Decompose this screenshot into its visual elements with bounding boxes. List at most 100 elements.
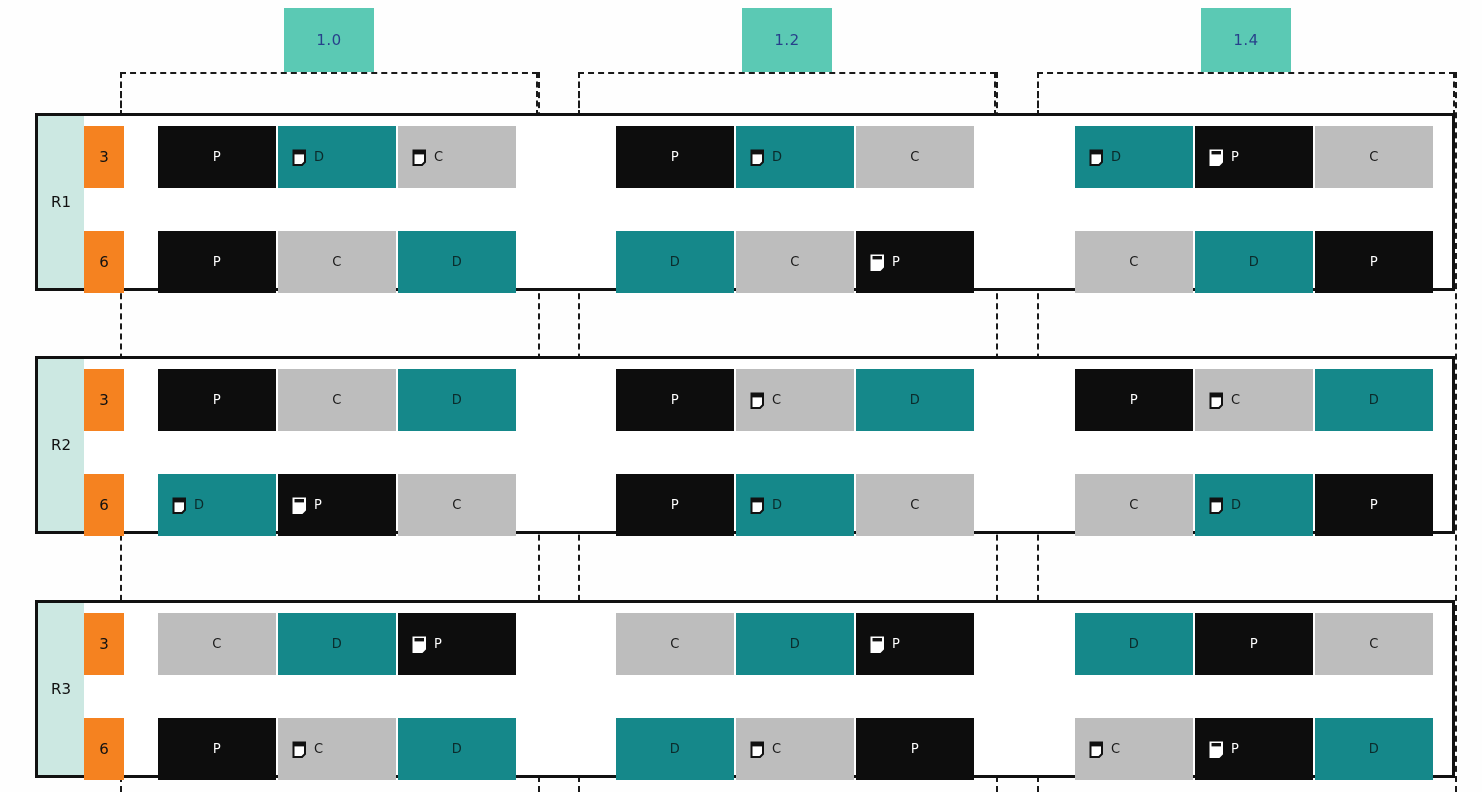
treatment-tile[interactable]: C: [278, 231, 396, 293]
treatment-tile[interactable]: P: [1195, 613, 1313, 675]
treatment-tile[interactable]: C: [736, 718, 854, 780]
treatment-label: C: [314, 741, 324, 757]
treatment-label: P: [892, 254, 901, 270]
treatment-tile[interactable]: P: [278, 474, 396, 536]
treatment-tile[interactable]: C: [856, 474, 974, 536]
treatment-tile[interactable]: D: [616, 718, 734, 780]
treatment-label: C: [452, 497, 462, 513]
treatment-tile[interactable]: P: [1075, 369, 1193, 431]
treatment-tile[interactable]: P: [1195, 718, 1313, 780]
treatment-tile[interactable]: C: [1315, 613, 1433, 675]
treatment-label: D: [451, 392, 463, 408]
treatment-tile[interactable]: C: [278, 718, 396, 780]
treatment-tile[interactable]: C: [1315, 126, 1433, 188]
treatment-tile[interactable]: D: [1195, 231, 1313, 293]
treatment-label: P: [1129, 392, 1139, 408]
treatment-tile[interactable]: D: [398, 231, 516, 293]
treatment-tile[interactable]: D: [1075, 613, 1193, 675]
treatment-tile[interactable]: D: [1315, 369, 1433, 431]
treatment-tile[interactable]: D: [1315, 718, 1433, 780]
treatment-label: P: [1249, 636, 1259, 652]
note-icon: [750, 497, 765, 514]
treatment-tile[interactable]: P: [856, 231, 974, 293]
treatment-tile[interactable]: P: [616, 474, 734, 536]
treatment-tile[interactable]: P: [616, 126, 734, 188]
treatment-label: D: [909, 392, 921, 408]
treatment-tile[interactable]: C: [736, 369, 854, 431]
treatment-label: D: [1111, 149, 1122, 165]
treatment-tile[interactable]: C: [1075, 231, 1193, 293]
treatment-label: C: [434, 149, 444, 165]
treatment-label: D: [1128, 636, 1140, 652]
treatment-tile[interactable]: P: [158, 231, 276, 293]
treatment-tile[interactable]: P: [616, 369, 734, 431]
treatment-tile[interactable]: D: [856, 369, 974, 431]
treatment-label: D: [1231, 497, 1242, 513]
treatment-tile[interactable]: C: [856, 126, 974, 188]
treatment-label: D: [451, 741, 463, 757]
treatment-tile[interactable]: D: [736, 613, 854, 675]
treatment-label: D: [772, 149, 783, 165]
treatment-tile[interactable]: C: [1075, 474, 1193, 536]
treatment-tile[interactable]: C: [398, 474, 516, 536]
row-block-label: R2: [38, 359, 84, 531]
treatment-tile[interactable]: D: [736, 474, 854, 536]
treatment-label: C: [1369, 636, 1379, 652]
treatment-tile[interactable]: P: [398, 613, 516, 675]
group-bracket-1-4: [1037, 72, 1455, 116]
treatment-tile[interactable]: P: [856, 718, 974, 780]
treatment-tile[interactable]: C: [158, 613, 276, 675]
group-header-1-4[interactable]: 1.4: [1201, 8, 1291, 72]
note-icon: [412, 636, 427, 653]
treatment-tile[interactable]: P: [1315, 231, 1433, 293]
note-icon: [292, 741, 307, 758]
treatment-tile[interactable]: D: [1075, 126, 1193, 188]
treatment-label: C: [1111, 741, 1121, 757]
treatment-tile[interactable]: P: [158, 718, 276, 780]
treatment-label: P: [670, 392, 680, 408]
treatment-label: D: [772, 497, 783, 513]
group-header-1-0[interactable]: 1.0: [284, 8, 374, 72]
treatment-label: P: [434, 636, 443, 652]
treatment-tile[interactable]: D: [398, 718, 516, 780]
treatment-label: D: [1368, 392, 1380, 408]
treatment-tile[interactable]: C: [616, 613, 734, 675]
treatment-label: P: [212, 392, 222, 408]
treatment-tile[interactable]: C: [736, 231, 854, 293]
treatment-tile[interactable]: C: [278, 369, 396, 431]
treatment-tile[interactable]: P: [1195, 126, 1313, 188]
note-icon: [750, 741, 765, 758]
note-icon: [292, 497, 307, 514]
treatment-tile[interactable]: P: [158, 126, 276, 188]
treatment-tile[interactable]: D: [278, 613, 396, 675]
treatment-tile[interactable]: P: [1315, 474, 1433, 536]
treatment-tile[interactable]: C: [398, 126, 516, 188]
treatment-label: P: [1231, 741, 1240, 757]
group-divider-1-4-right: [1455, 72, 1457, 792]
treatment-tile[interactable]: D: [278, 126, 396, 188]
treatment-tile[interactable]: D: [158, 474, 276, 536]
treatment-tile[interactable]: C: [1195, 369, 1313, 431]
treatment-label: P: [910, 741, 920, 757]
group-header-1-2[interactable]: 1.2: [742, 8, 832, 72]
treatment-label: C: [910, 149, 920, 165]
treatment-label: C: [212, 636, 222, 652]
treatment-label: D: [194, 497, 205, 513]
treatment-label: P: [212, 741, 222, 757]
treatment-tile[interactable]: P: [856, 613, 974, 675]
row-block-label: R3: [38, 603, 84, 775]
group-bracket-1-2: [578, 72, 996, 116]
note-icon: [292, 149, 307, 166]
treatment-label: C: [772, 392, 782, 408]
treatment-tile[interactable]: C: [1075, 718, 1193, 780]
treatment-tile[interactable]: D: [616, 231, 734, 293]
treatment-tile[interactable]: D: [398, 369, 516, 431]
subrow-number: 3: [84, 126, 124, 188]
note-icon: [750, 392, 765, 409]
treatment-tile[interactable]: P: [158, 369, 276, 431]
treatment-tile[interactable]: D: [736, 126, 854, 188]
treatment-tile[interactable]: D: [1195, 474, 1313, 536]
